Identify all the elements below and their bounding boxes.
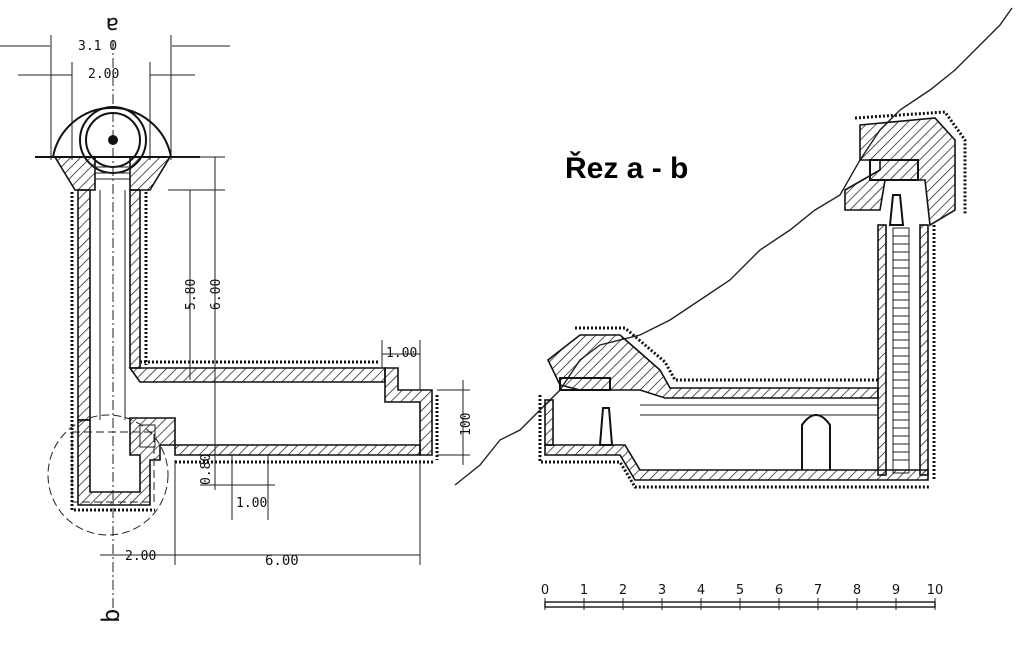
scale-tick-label: 1 xyxy=(580,583,588,598)
dim-floor-step: 0.80 xyxy=(199,454,214,485)
scale-tick-label: 0 xyxy=(541,583,549,598)
scale-bar: 0 1 2 3 4 5 6 7 8 9 10 xyxy=(541,583,943,610)
dim-corridor-height: 100 xyxy=(459,413,474,436)
scale-tick-label: 2 xyxy=(619,583,627,598)
dim-step-width: 1.00 xyxy=(386,346,417,361)
scale-tick-label: 6 xyxy=(775,583,783,598)
section-mark-b: b xyxy=(97,609,125,623)
scale-tick-label: 10 xyxy=(927,583,944,598)
dimension-outer-diameter: 3.1 0 xyxy=(0,35,230,160)
plan-view: a b 3.1 0 2.00 xyxy=(0,12,474,623)
section-mark-a: a xyxy=(106,12,119,37)
dim-room-width: 2.00 xyxy=(125,549,156,564)
dimension-inner-diameter: 2.00 xyxy=(18,62,195,160)
dim-outer-diameter: 3.1 0 xyxy=(78,39,117,54)
scale-tick-label: 5 xyxy=(736,583,744,598)
dim-shaft-depth-inner: 5.80 xyxy=(184,279,199,310)
section-title: Řez a - b xyxy=(565,151,688,185)
scale-tick-label: 8 xyxy=(853,583,861,598)
dim-shaft-depth-outer: 6.00 xyxy=(209,279,224,310)
scale-tick-label: 7 xyxy=(814,583,822,598)
dim-inner-diameter: 2.00 xyxy=(88,67,119,82)
hatch-center-icon xyxy=(108,135,118,145)
dim-floor-width: 1.00 xyxy=(236,496,267,511)
scale-tick-label: 3 xyxy=(658,583,666,598)
ladder-icon xyxy=(893,235,909,461)
scale-tick-label: 4 xyxy=(697,583,705,598)
scale-tick-label: 9 xyxy=(892,583,900,598)
dim-corridor-length: 6.00 xyxy=(265,553,299,569)
section-view xyxy=(454,7,1013,489)
